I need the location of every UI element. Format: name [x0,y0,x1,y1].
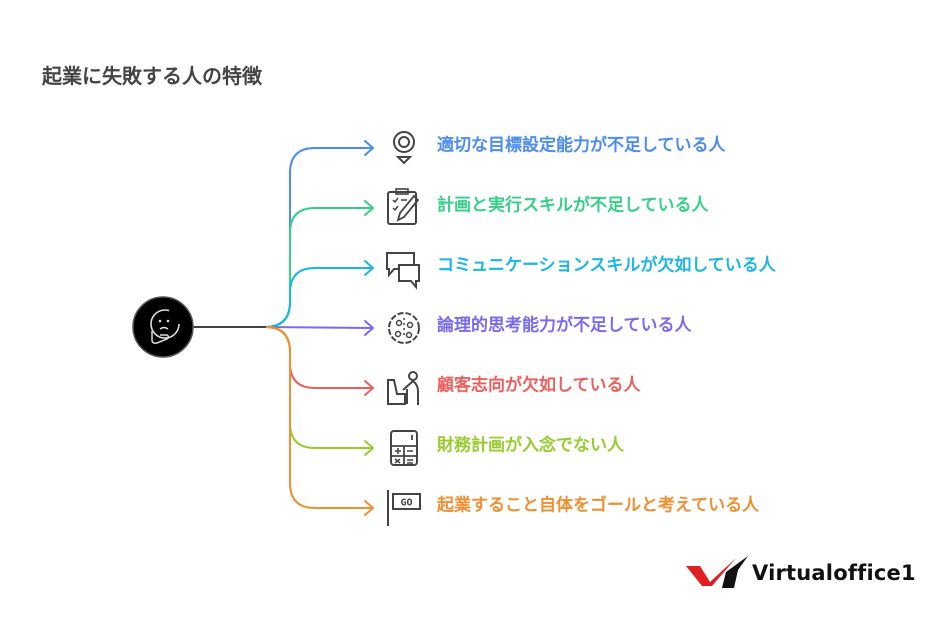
branch-line [264,326,372,509]
svg-text:GO: GO [400,498,412,509]
logo-mark-icon [686,556,748,588]
go-flag-icon: GO [387,490,421,526]
branch-label: コミュニケーションスキルが欠如している人 [437,255,776,276]
branch-label: 顧客志向が欠如している人 [437,375,641,396]
branch-line [264,267,372,328]
arrowhead [364,140,374,156]
branch-label: 財務計画が入念でない人 [437,435,624,456]
diagram-title: 起業に失敗する人の特徴 [42,64,262,88]
arrowhead [364,320,374,336]
branch-label: 論理的思考能力が不足している人 [437,315,692,336]
arrowhead [364,500,374,516]
branch-label: 起業すること自体をゴールと考えている人 [437,495,760,516]
logo-text: Virtualoffice1 [752,561,916,585]
branch-label: 適切な目標設定能力が不足している人 [437,135,726,156]
person-at-desk-icon [387,371,419,405]
location-pin-icon [393,131,415,165]
branch-line [264,326,372,389]
arrowhead [364,260,374,276]
branch-line [264,326,373,329]
thinking-face-icon [132,296,194,358]
arrowhead [364,380,374,396]
speech-bubbles-icon [386,252,420,290]
branch-line [264,147,372,328]
arrowhead [364,440,374,456]
clipboard-pencil-icon [387,188,420,225]
arrowhead [364,200,374,216]
branch-label: 計画と実行スキルが不足している人 [437,195,709,216]
calculator-icon [390,430,418,466]
brain-icon [388,312,420,344]
virtualoffice1-logo: Virtualoffice1 [686,556,916,590]
